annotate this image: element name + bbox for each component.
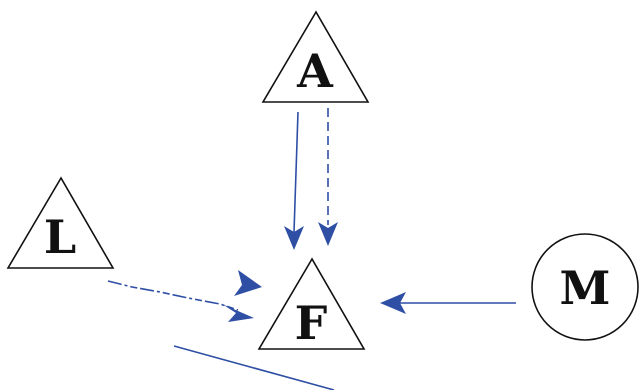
node-l-label: L bbox=[44, 210, 76, 264]
node-a-label: A bbox=[296, 44, 334, 98]
node-l: L bbox=[6, 176, 115, 269]
edge-l-to-f-dashed bbox=[107, 280, 239, 311]
node-m-label: M bbox=[560, 261, 611, 315]
edge-a-to-f-solid-arrowhead bbox=[284, 226, 304, 250]
edge-f-outgoing-solid bbox=[173, 345, 335, 390]
node-a-triangle bbox=[261, 10, 370, 103]
edge-m-to-f-solid-arrowhead bbox=[380, 292, 406, 314]
edge-a-to-f-solid bbox=[293, 111, 299, 233]
edge-l-to-f-arrowhead bbox=[234, 270, 262, 296]
edge-a-to-f-dashed-arrowhead bbox=[318, 222, 338, 246]
node-m-circle bbox=[531, 233, 639, 341]
node-f-label: F bbox=[295, 296, 328, 350]
node-m: M bbox=[531, 233, 639, 341]
edges bbox=[107, 108, 516, 390]
edge-l-to-f-dashed-arrowhead bbox=[222, 304, 254, 322]
node-a: A bbox=[261, 10, 370, 103]
node-f-triangle bbox=[257, 257, 366, 350]
node-l-triangle bbox=[6, 176, 115, 269]
node-f: F bbox=[257, 257, 366, 350]
